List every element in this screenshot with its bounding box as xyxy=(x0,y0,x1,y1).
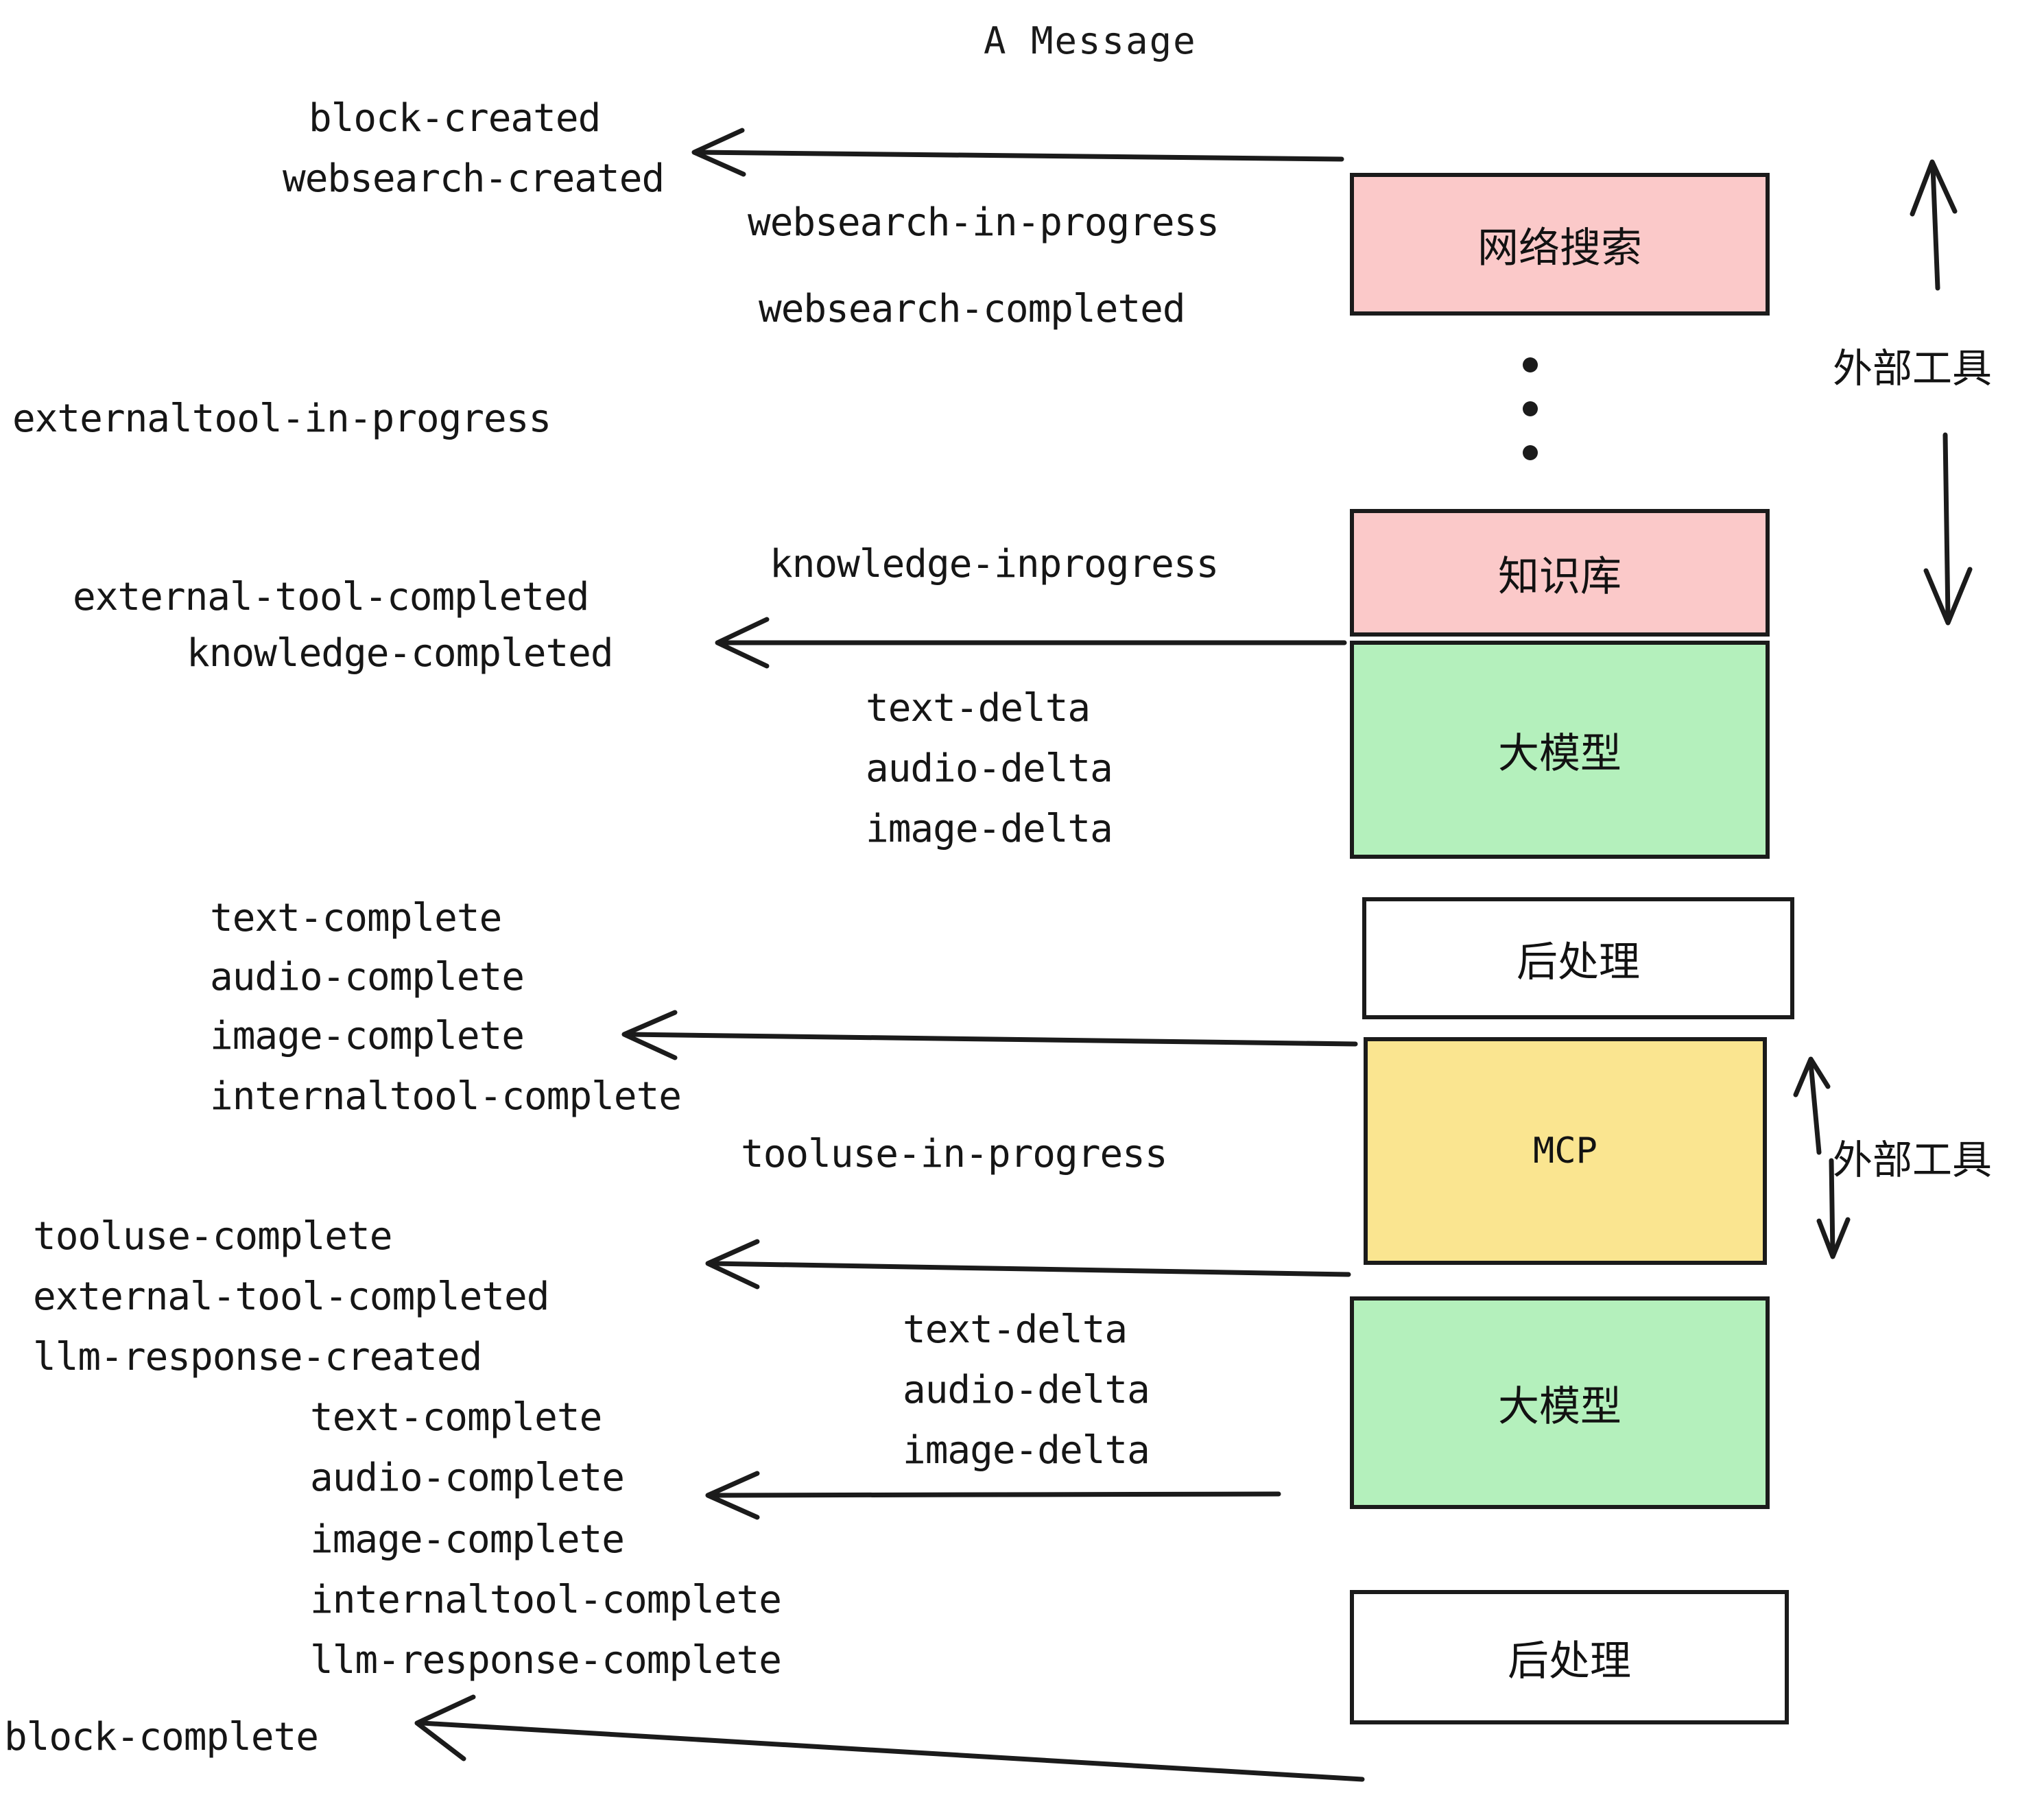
component-box-label: 大模型 xyxy=(1498,1382,1621,1431)
component-box-label: 网络搜索 xyxy=(1477,224,1642,272)
component-box-knowledge-base[interactable]: 知识库 xyxy=(1350,509,1770,637)
event-label-block-created: block-created xyxy=(309,96,601,141)
component-box-mcp[interactable]: MCP xyxy=(1364,1037,1767,1265)
component-box-postprocess-1[interactable]: 后处理 xyxy=(1362,897,1794,1019)
arrow-external-tools-down-1 xyxy=(1923,432,1973,626)
event-label-llm-response-created: llm-response-created xyxy=(33,1335,482,1379)
event-label-internaltool-complete-2: internaltool-complete xyxy=(310,1578,782,1622)
component-box-label: 大模型 xyxy=(1498,729,1621,778)
event-label-websearch-in-progress: websearch-in-progress xyxy=(748,200,1220,245)
event-label-knowledge-inprogress: knowledge-inprogress xyxy=(770,542,1219,586)
event-label-text-delta-2: text-delta xyxy=(903,1307,1128,1352)
event-label-external-tool-completed-1: external-tool-completed xyxy=(73,575,589,619)
event-label-tooluse-complete: tooluse-complete xyxy=(33,1214,392,1259)
side-label-external-tools-1: 外部工具 xyxy=(1833,345,1993,392)
component-box-llm-1[interactable]: 大模型 xyxy=(1350,641,1770,859)
component-box-label: 后处理 xyxy=(1508,1637,1631,1685)
arrow-llm2-to-audio-complete xyxy=(705,1471,1281,1520)
event-label-text-complete-2: text-complete xyxy=(310,1395,602,1440)
event-label-audio-complete-1: audio-complete xyxy=(210,955,525,999)
event-label-image-complete-1: image-complete xyxy=(210,1014,525,1058)
arrow-postprocess1-to-image-complete xyxy=(621,1010,1358,1060)
event-label-block-complete: block-complete xyxy=(4,1715,319,1759)
event-label-websearch-created: websearch-created xyxy=(283,156,665,201)
event-label-image-complete-2: image-complete xyxy=(310,1517,625,1562)
event-label-audio-delta-1: audio-delta xyxy=(866,746,1113,791)
vertical-ellipsis xyxy=(1523,343,1538,475)
arrow-external-tools-up-2 xyxy=(1793,1056,1831,1155)
event-label-externaltool-in-progress: externaltool-in-progress xyxy=(12,396,551,441)
component-box-postprocess-2[interactable]: 后处理 xyxy=(1350,1590,1789,1724)
page-title: A Message xyxy=(984,19,1197,62)
event-label-text-delta-1: text-delta xyxy=(866,686,1091,731)
arrow-knowledge-to-knowledge-completed xyxy=(715,617,1347,669)
component-box-label: 后处理 xyxy=(1517,938,1640,986)
side-label-external-tools-2: 外部工具 xyxy=(1833,1137,1993,1183)
arrow-mcp-to-tooluse-complete xyxy=(705,1239,1351,1290)
event-label-image-delta-2: image-delta xyxy=(903,1428,1150,1473)
event-label-audio-complete-2: audio-complete xyxy=(310,1456,625,1500)
component-box-label: MCP xyxy=(1533,1130,1597,1172)
arrow-postprocess2-to-block-complete xyxy=(414,1694,1365,1782)
arrow-websearch-to-block-created xyxy=(691,128,1344,177)
event-label-llm-response-complete: llm-response-complete xyxy=(310,1638,782,1683)
event-label-external-tool-completed-2: external-tool-completed xyxy=(33,1274,549,1319)
event-label-tooluse-in-progress: tooluse-in-progress xyxy=(741,1132,1168,1176)
event-label-audio-delta-2: audio-delta xyxy=(903,1368,1150,1412)
event-label-websearch-completed: websearch-completed xyxy=(759,287,1186,331)
arrow-external-tools-up-1 xyxy=(1910,159,1958,291)
event-label-image-delta-1: image-delta xyxy=(866,807,1113,851)
event-label-internaltool-complete-1: internaltool-complete xyxy=(210,1074,682,1119)
event-label-text-complete-1: text-complete xyxy=(210,896,502,940)
component-box-llm-2[interactable]: 大模型 xyxy=(1350,1296,1770,1509)
component-box-label: 知识库 xyxy=(1498,552,1621,601)
component-box-web-search[interactable]: 网络搜索 xyxy=(1350,173,1770,316)
event-label-knowledge-completed: knowledge-completed xyxy=(187,631,614,676)
